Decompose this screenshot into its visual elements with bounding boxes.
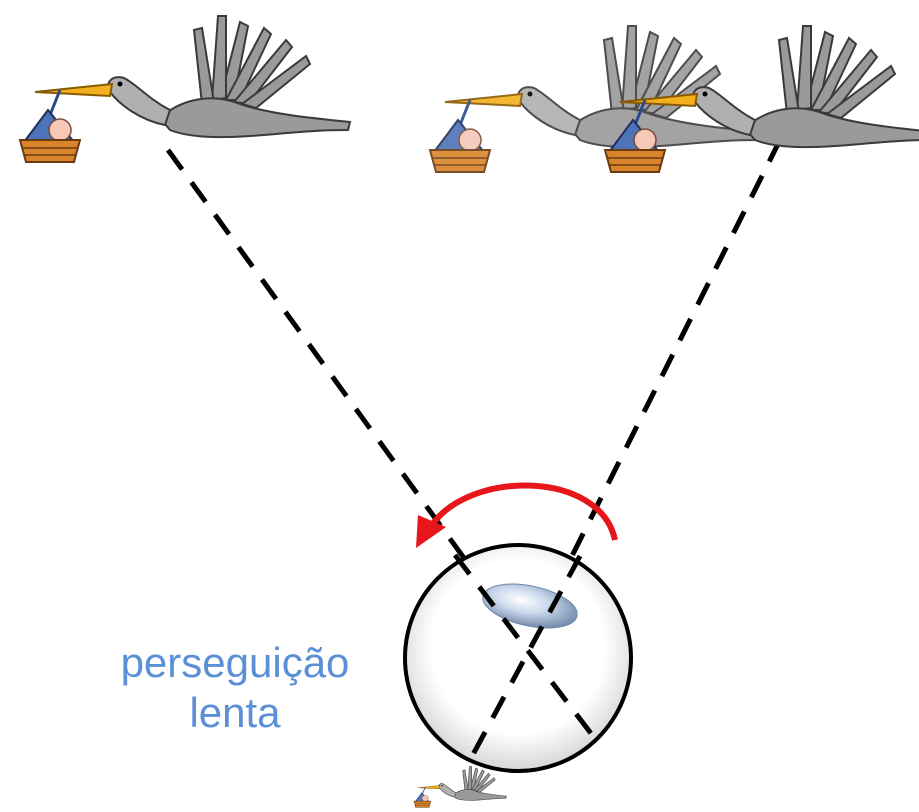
stork-icon bbox=[18, 14, 352, 164]
lens-icon bbox=[482, 583, 578, 629]
eye-icon bbox=[403, 543, 633, 773]
rotation-arrow-icon bbox=[416, 482, 618, 548]
caption-line-1: perseguição bbox=[120, 639, 350, 686]
stork-icon bbox=[413, 766, 507, 808]
caption-line-2: lenta bbox=[189, 689, 281, 736]
